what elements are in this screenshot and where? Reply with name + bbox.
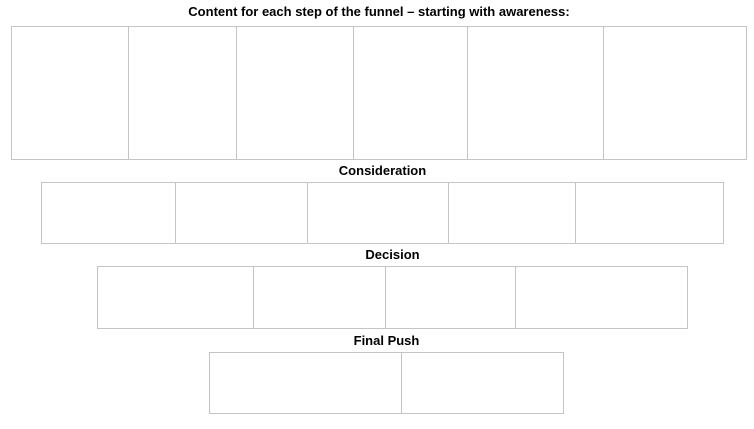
awareness-cell-5[interactable] — [467, 26, 604, 160]
awareness-cell-3[interactable] — [236, 26, 354, 160]
awareness-cell-2[interactable] — [128, 26, 237, 160]
stage-consideration: Consideration — [41, 160, 724, 244]
awareness-cell-1[interactable] — [11, 26, 129, 160]
awareness-row — [11, 26, 747, 160]
decision-cell-3[interactable] — [385, 266, 516, 329]
stage-final-push: Final Push — [209, 329, 564, 414]
decision-row — [97, 266, 688, 329]
decision-cell-2[interactable] — [253, 266, 386, 329]
awareness-cell-6[interactable] — [603, 26, 747, 160]
final-push-row — [209, 352, 564, 414]
consideration-cell-3[interactable] — [307, 182, 449, 244]
stage-label-final-push: Final Push — [353, 333, 420, 348]
consideration-cell-2[interactable] — [175, 182, 308, 244]
funnel-title: Content for each step of the funnel – st… — [188, 4, 570, 19]
stage-label-decision: Decision — [365, 247, 420, 262]
consideration-cell-5[interactable] — [575, 182, 724, 244]
final-push-cell-1[interactable] — [209, 352, 402, 414]
consideration-row — [41, 182, 724, 244]
stage-decision: Decision — [97, 244, 688, 329]
decision-cell-4[interactable] — [515, 266, 688, 329]
decision-cell-1[interactable] — [97, 266, 254, 329]
final-push-cell-2[interactable] — [401, 352, 564, 414]
stage-label-consideration: Consideration — [338, 163, 427, 178]
awareness-cell-4[interactable] — [353, 26, 468, 160]
stage-awareness — [11, 26, 747, 160]
consideration-cell-1[interactable] — [41, 182, 176, 244]
consideration-cell-4[interactable] — [448, 182, 576, 244]
